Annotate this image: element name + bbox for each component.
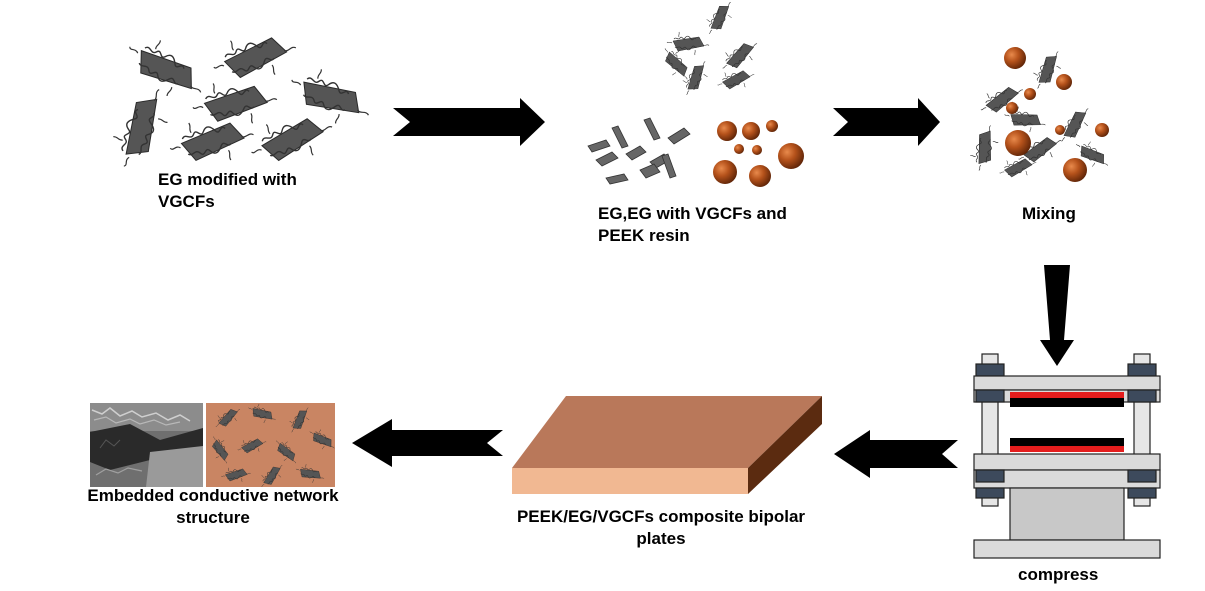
network-schematic bbox=[206, 401, 339, 492]
arrow-left-icon bbox=[352, 419, 503, 467]
label-line: PEEK resin bbox=[598, 226, 690, 245]
sem-micrograph bbox=[90, 403, 203, 487]
hot-press-illustration bbox=[973, 353, 1161, 559]
arrow-down-icon bbox=[1040, 265, 1074, 366]
label-line: Mixing bbox=[1022, 204, 1076, 223]
raw-materials-illustration bbox=[587, 0, 804, 187]
arrow-right-icon bbox=[393, 98, 545, 146]
label-composite-bipolar-plates: PEEK/EG/VGCFs composite bipolar plates bbox=[496, 506, 826, 550]
label-line: EG,EG with VGCFs and bbox=[598, 204, 787, 223]
label-mixing: Mixing bbox=[1022, 203, 1076, 225]
mixing-illustration bbox=[968, 46, 1114, 184]
label-line: compress bbox=[1018, 565, 1099, 584]
eg-modified-vgcfs-illustration bbox=[105, 22, 378, 176]
arrow-left-icon bbox=[834, 430, 958, 478]
label-line: plates bbox=[636, 529, 686, 548]
eg-with-vgcfs-cluster bbox=[656, 0, 763, 99]
label-line: EG modified with bbox=[158, 170, 297, 189]
peek-resin-particles bbox=[713, 120, 804, 187]
label-line: VGCFs bbox=[158, 192, 215, 211]
composite-bipolar-plate-illustration bbox=[512, 396, 822, 494]
label-line: PEEK/EG/VGCFs composite bipolar bbox=[516, 507, 806, 526]
label-raw-materials: EG,EG with VGCFs and PEEK resin bbox=[598, 203, 787, 247]
arrow-right-icon bbox=[833, 98, 940, 146]
label-embedded-network: Embedded conductive network structure bbox=[78, 485, 348, 529]
embedded-network-illustration bbox=[90, 401, 339, 492]
label-line: Embedded conductive network bbox=[87, 486, 339, 505]
label-eg-modified-vgcfs: EG modified with VGCFs bbox=[158, 169, 297, 213]
eg-flakes-cluster bbox=[587, 117, 691, 185]
label-line: structure bbox=[176, 508, 250, 527]
label-compress: compress bbox=[1018, 564, 1098, 586]
